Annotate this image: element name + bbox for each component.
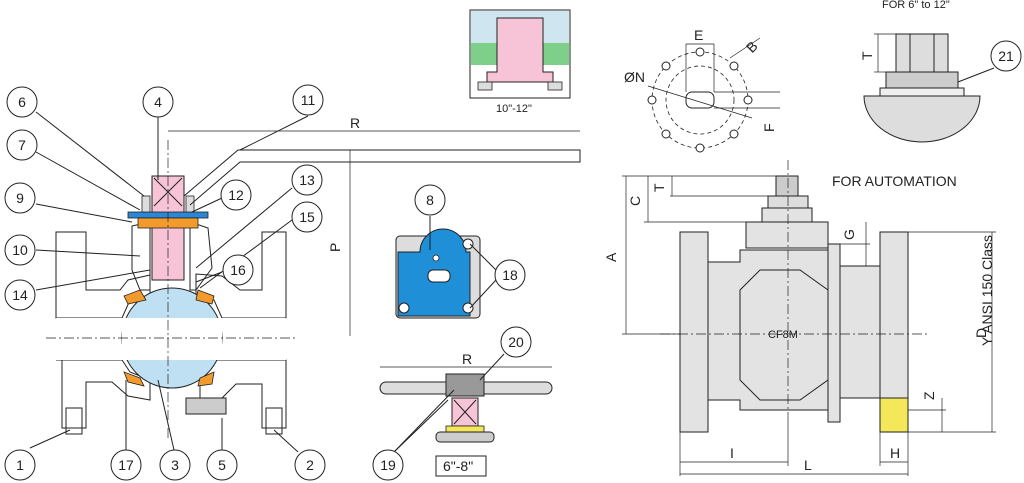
- callout-1: 1: [16, 457, 24, 473]
- dim-P: P: [327, 243, 343, 252]
- caption-10-12: 10"-12": [496, 103, 532, 115]
- flange-bolt: [265, 407, 283, 435]
- dim-D: D: [973, 328, 989, 338]
- dim-A: A: [603, 252, 619, 262]
- dim-G: G: [841, 229, 857, 240]
- dim-T-top: T: [859, 51, 875, 60]
- callout-13: 13: [299, 172, 315, 188]
- seat: [195, 289, 215, 305]
- callout-9: 9: [16, 190, 24, 206]
- dim-E: E: [694, 27, 703, 43]
- dim-R-6-8: R: [462, 351, 472, 367]
- side-elevation: FOR AUTOMATION CF8M Y ANSI 150 Class A C…: [603, 160, 996, 476]
- lever-top-view: [395, 228, 481, 319]
- seat: [123, 371, 145, 387]
- body-part: [56, 359, 151, 429]
- nut: [185, 195, 195, 213]
- dim-R: R: [350, 115, 360, 131]
- dim-C: C: [627, 196, 643, 206]
- dim-L: L: [804, 457, 812, 473]
- callout-16: 16: [230, 262, 246, 278]
- callouts-bottom: 19 20: [372, 326, 532, 481]
- callout-17: 17: [118, 457, 134, 473]
- caption-for-6-12: FOR 6" to 12": [882, 0, 950, 11]
- callout-19: 19: [380, 457, 396, 473]
- lever: [183, 149, 581, 206]
- dim-B: B: [743, 38, 761, 56]
- dim-T: T: [651, 183, 667, 192]
- callout-2: 2: [306, 457, 314, 473]
- dim-Z: Z: [921, 391, 937, 400]
- callouts-center: 8 18: [414, 184, 526, 309]
- callouts-right: 21: [957, 40, 1022, 83]
- detail-10-12: 10"-12": [469, 9, 571, 115]
- seat: [123, 289, 147, 305]
- dim-N: ØN: [624, 69, 645, 85]
- dim-H: H: [890, 445, 900, 461]
- callout-14: 14: [12, 287, 28, 303]
- callout-5: 5: [218, 457, 226, 473]
- drain-plug: [185, 397, 227, 415]
- detail-6-8: R 6"-8": [379, 351, 553, 477]
- dim-I: I: [730, 445, 734, 461]
- callout-20: 20: [508, 334, 524, 350]
- flange-bolt: [65, 407, 83, 435]
- callout-11: 11: [301, 92, 316, 108]
- class-mark: Y ANSI 150 Class: [979, 235, 995, 346]
- callouts: 1 2 3 4 5 6 7 9 10 11 12 13 14 15 16 17: [4, 84, 326, 481]
- callout-18: 18: [502, 267, 518, 283]
- sectional-view: R P: [46, 115, 581, 440]
- callout-10: 10: [12, 242, 28, 258]
- callout-6: 6: [18, 94, 26, 110]
- callout-12: 12: [228, 187, 244, 203]
- callout-7: 7: [18, 137, 26, 153]
- seat: [197, 371, 215, 387]
- nut: [141, 195, 151, 213]
- callout-21: 21: [998, 48, 1014, 64]
- end-cap: [199, 359, 287, 429]
- caption-6-8: 6"-8": [443, 458, 473, 474]
- material-mark: CF8M: [768, 329, 798, 341]
- mounting-pad-view: E B ØN F: [624, 27, 780, 153]
- dim-F: F: [761, 123, 777, 132]
- caption-for-automation: FOR AUTOMATION: [832, 173, 957, 189]
- callout-8: 8: [426, 192, 434, 208]
- ball-port: [122, 318, 222, 360]
- callout-4: 4: [154, 94, 162, 110]
- callout-15: 15: [299, 209, 315, 225]
- callout-3: 3: [171, 457, 179, 473]
- stem-detail-6-12: FOR 6" to 12" T: [859, 0, 981, 143]
